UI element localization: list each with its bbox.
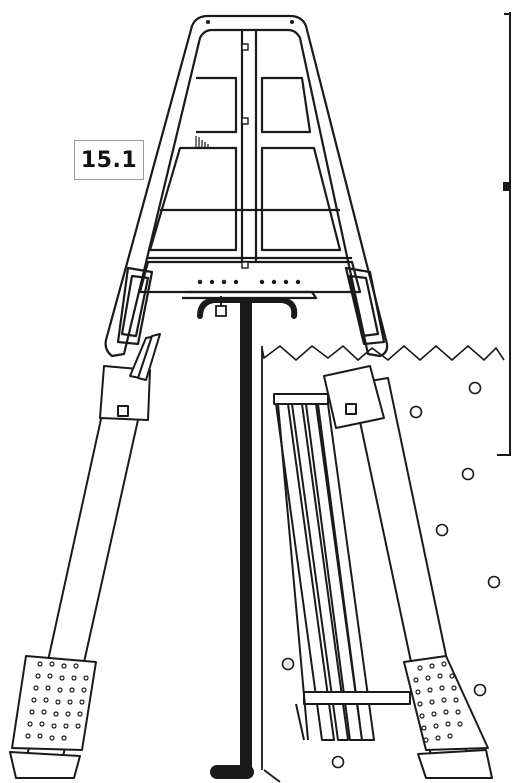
cable-line	[261, 346, 281, 783]
ladder	[273, 393, 411, 741]
bubble-icon	[468, 381, 482, 395]
water-surface	[261, 344, 505, 362]
bubble-icon	[435, 523, 449, 537]
bubble-icon	[487, 575, 501, 589]
right-leg-holes	[413, 661, 463, 743]
rivet-dots	[197, 20, 301, 285]
bubble-icon	[461, 467, 475, 481]
bubble-icon	[281, 657, 295, 671]
side-panel-marker	[503, 182, 510, 191]
left-leg	[9, 333, 161, 779]
bubble-icon	[331, 755, 345, 769]
side-panel-frame	[497, 12, 511, 456]
right-leg	[323, 365, 493, 779]
bubble-icon	[473, 683, 487, 697]
left-leg-holes	[25, 661, 89, 741]
mast	[197, 296, 298, 779]
depth-scale-ticks	[195, 136, 209, 148]
rod-pins	[241, 43, 249, 269]
bubble-icon	[409, 405, 423, 419]
bubbles	[281, 381, 501, 769]
figure-label: 15.1	[74, 140, 144, 180]
